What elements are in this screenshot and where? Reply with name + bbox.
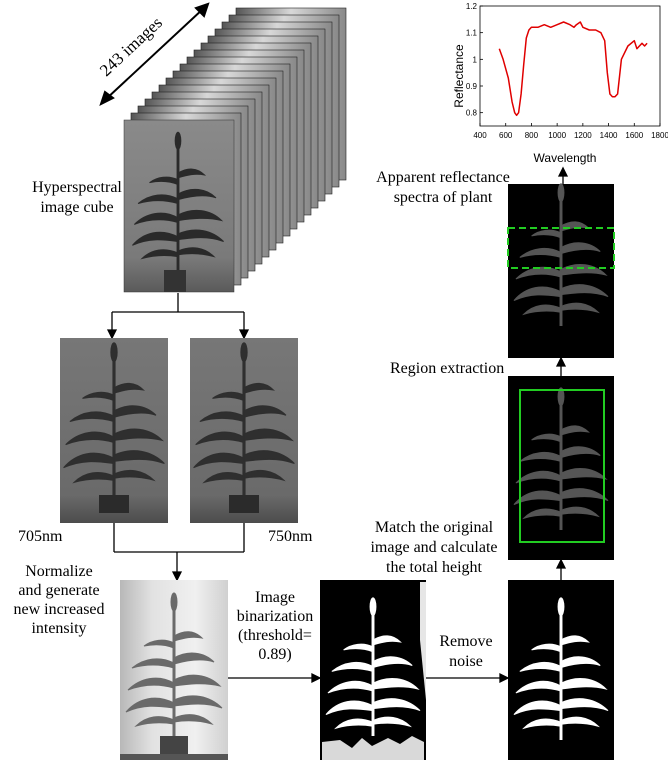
band-705-label: 705nm <box>18 528 63 545</box>
roi-image <box>507 182 615 358</box>
band-705-image <box>60 338 168 523</box>
match-height-line2: image and calculate <box>370 539 498 556</box>
reflectance-spectra-text: Apparent reflectance spectra of plant <box>358 168 528 208</box>
plant-bounding-box <box>519 389 605 543</box>
binarization-line2: binarization <box>236 608 314 625</box>
x-tick-label: 1800 <box>651 131 668 140</box>
arrow-spectra <box>557 166 569 184</box>
chart-xlabel: Wavelength <box>534 151 597 165</box>
x-tick-label: 1200 <box>574 131 592 140</box>
y-tick-label: 1 <box>473 55 478 64</box>
reflectance-spectra-line2: spectra of plant <box>393 189 493 206</box>
x-tick-label: 1000 <box>548 131 566 140</box>
cube-title-line2: image cube <box>40 199 114 216</box>
normalize-text: Normalize and generate new increased int… <box>0 562 118 638</box>
split-connector <box>106 293 250 340</box>
remove-noise-text: Remove noise <box>426 632 506 672</box>
merge-connector <box>113 523 245 582</box>
region-image <box>508 376 614 560</box>
band-750-label: 750nm <box>268 528 313 545</box>
match-height-line3: the total height <box>386 559 482 576</box>
normalized-image <box>120 580 228 760</box>
remove-noise-line2: noise <box>449 653 483 670</box>
remove-noise-line1: Remove <box>439 633 493 650</box>
x-tick-label: 1400 <box>600 131 618 140</box>
image-cube-stack <box>123 7 347 293</box>
denoised-image <box>508 580 614 760</box>
stack-depth-arrow <box>99 2 210 106</box>
normalize-line3: new increased <box>13 601 105 618</box>
x-tick-label: 400 <box>473 131 487 140</box>
chart-ylabel: Reflectance <box>452 44 466 108</box>
match-height-line1: Match the original <box>374 519 494 536</box>
normalize-line2: and generate <box>18 582 100 599</box>
x-tick-label: 800 <box>525 131 539 140</box>
y-tick-label: 1.2 <box>466 2 478 11</box>
region-extraction-text: Region extraction <box>390 360 505 377</box>
y-tick-label: 0.9 <box>466 82 478 91</box>
x-tick-label: 600 <box>499 131 513 140</box>
reflectance-chart: 400 600 800 1000 1200 1400 1600 1800 0.8 0.9 1 1.1 1… <box>452 2 668 165</box>
binarization-line4: 0.89) <box>258 646 292 663</box>
binarization-line3: (threshold= <box>238 627 312 644</box>
binarization-line1: Image <box>255 589 295 606</box>
band-750-image <box>190 338 298 523</box>
binarization-text: Image binarization (threshold= 0.89) <box>226 588 324 664</box>
arrow-remove-noise <box>426 672 510 684</box>
reflectance-spectra-line1: Apparent reflectance <box>376 169 510 186</box>
normalize-line1: Normalize <box>25 563 93 580</box>
cube-title-line1: Hyperspectral <box>32 179 122 196</box>
arrow-binarize <box>228 672 322 684</box>
x-tick-label: 1600 <box>625 131 643 140</box>
normalize-line4: intensity <box>31 620 87 637</box>
chart-plot-area <box>479 5 661 127</box>
binary-image <box>320 580 426 760</box>
cube-title: Hyperspectral image cube <box>12 178 142 218</box>
arrow-match-height <box>555 558 567 580</box>
y-tick-label: 0.8 <box>466 109 478 118</box>
arrow-region <box>555 356 567 376</box>
y-tick-label: 1.1 <box>466 29 478 38</box>
spectrum-line <box>498 21 648 117</box>
match-height-text: Match the original image and calculate t… <box>350 518 518 578</box>
roi-dashed-box <box>507 227 615 269</box>
